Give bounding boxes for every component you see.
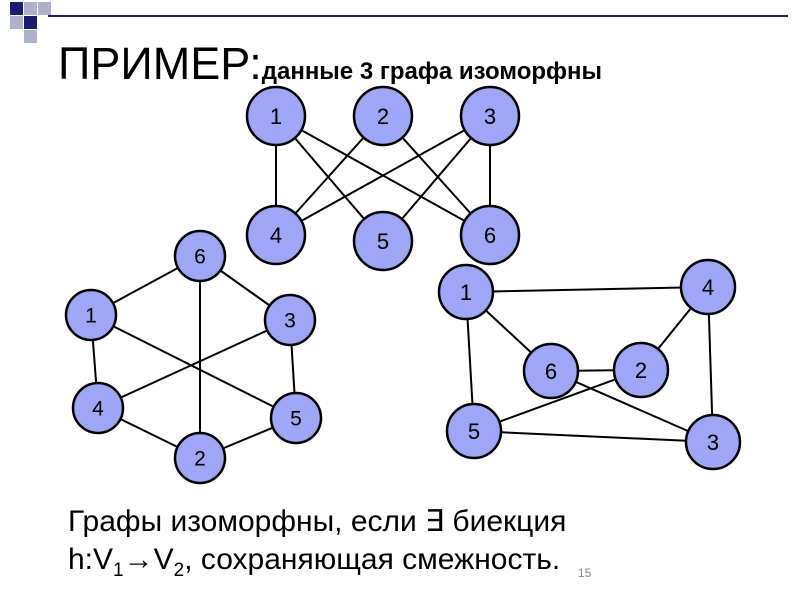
graph-b: 6 1 3 4 5 2 (64, 229, 323, 485)
vertex-3 (684, 413, 742, 471)
subscript-1: 1 (113, 560, 124, 581)
page-number: 15 (578, 566, 592, 580)
edge-5-3 (473, 430, 714, 443)
vertex-label: 2 (635, 358, 647, 383)
vertex-label: 4 (92, 398, 104, 421)
subscript-2: 2 (173, 560, 185, 581)
mapping-h-v: h:V (68, 543, 114, 576)
vertex-6 (173, 229, 227, 283)
vertex-label: 5 (468, 419, 480, 444)
edge-1-5 (90, 314, 297, 419)
vertex-label: 6 (484, 223, 496, 248)
header-rule (48, 15, 788, 17)
vertex-label: 4 (702, 275, 714, 300)
title-main: ПРИМЕР: (58, 38, 262, 89)
vertex-5 (269, 391, 323, 445)
vertex-2 (173, 431, 227, 485)
vertex-label: 3 (284, 310, 296, 333)
vertex-4 (71, 381, 125, 435)
vertex-label: 1 (460, 280, 472, 305)
vertex-label: 1 (270, 104, 282, 129)
isomorphism-definition: Графы изоморфны, если ∃ биекция h:V1→V2,… (68, 503, 566, 590)
vertex-4 (679, 258, 737, 316)
vertex-label: 6 (545, 359, 557, 384)
vertex-label: 2 (194, 448, 206, 471)
vertex-6 (522, 342, 580, 400)
vertex-3 (263, 293, 317, 347)
vertex-2 (352, 85, 414, 147)
vertex-label: 5 (290, 408, 302, 431)
slide-title: ПРИМЕР:данные 3 графа изоморфны (58, 38, 602, 90)
vertex-label: 4 (270, 223, 282, 248)
vertex-1 (245, 85, 307, 147)
definition-line-2: h:V1→V2, сохраняющая смежность. (68, 541, 566, 590)
title-subtitle: данные 3 графа изоморфны (261, 58, 603, 85)
vertex-2 (612, 341, 670, 399)
graph-a: 1 2 3 4 5 6 (245, 85, 521, 272)
definition-rest: , сохраняющая смежность. (184, 543, 561, 576)
vertex-6 (459, 204, 521, 266)
vertex-label: 1 (85, 305, 97, 328)
vertex-1 (64, 288, 118, 342)
definition-line-1: Графы изоморфны, если ∃ биекция (68, 505, 567, 538)
vertex-label: 6 (194, 246, 206, 269)
vertex-label: 2 (377, 104, 389, 129)
vertex-4 (245, 204, 307, 266)
graph-c: 1 4 6 2 5 3 (437, 258, 742, 471)
vertex-label: 3 (484, 104, 496, 129)
edge-1-4 (465, 286, 709, 293)
vertex-5 (352, 210, 414, 272)
edge-3-4 (275, 115, 491, 236)
edge-2-5 (473, 369, 642, 432)
vertex-label: 5 (377, 229, 389, 254)
vertex-label: 3 (707, 430, 719, 455)
edge-3-4 (97, 319, 291, 409)
mapping-arrow-v: →V (123, 543, 174, 576)
edge-6-3 (550, 370, 714, 443)
vertex-5 (445, 402, 503, 460)
vertex-3 (459, 85, 521, 147)
vertex-1 (437, 263, 495, 321)
